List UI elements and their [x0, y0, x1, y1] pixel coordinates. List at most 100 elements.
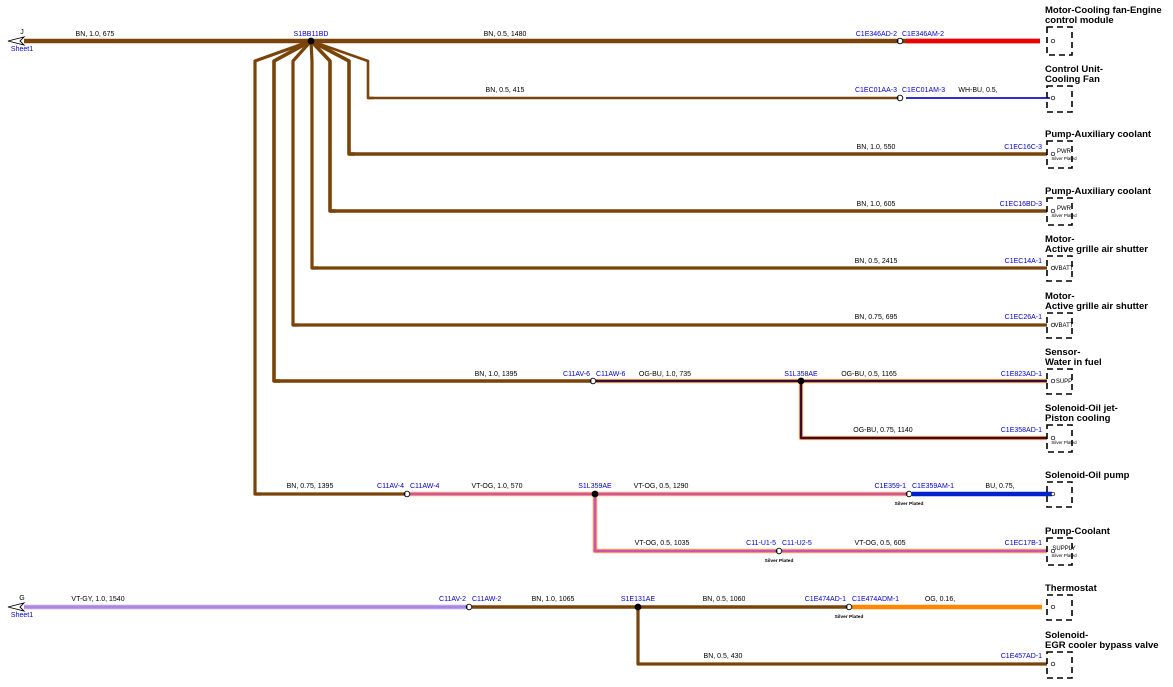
- wire-end-terminal: [1050, 151, 1056, 157]
- component-name: Solenoid-Oil jet-: [1045, 403, 1118, 414]
- connector-c11av-2[interactable]: [465, 603, 473, 611]
- wire-end-terminal: [1050, 322, 1056, 328]
- component-name: Pump-Coolant: [1045, 526, 1111, 537]
- connector-label: C1EC01AA-3: [855, 87, 897, 94]
- component-box-2[interactable]: [1046, 140, 1073, 169]
- component-box-4[interactable]: [1046, 255, 1073, 282]
- wire-end-terminal: [1050, 435, 1056, 441]
- connector-c11-u1-5-arc: [776, 549, 778, 553]
- wire-bn-branch-4[interactable]: [291, 39, 313, 327]
- wire-label: BN, 0.5, 1060: [703, 596, 746, 603]
- splice-s1l359ae[interactable]: [591, 490, 599, 498]
- connector-c1e346[interactable]: [896, 37, 904, 45]
- silver-plated-label: Silver Plated: [765, 558, 794, 564]
- wire-label: BN, 0.5, 2415: [855, 258, 898, 265]
- component-name: EGR cooler bypass valve: [1045, 640, 1159, 651]
- connector-c11av-2-arc: [466, 605, 468, 609]
- wire-end-terminal: [1050, 378, 1056, 384]
- wire-end-terminal: [1050, 604, 1056, 610]
- pin-label: PWR: [1057, 149, 1072, 155]
- component-box-9[interactable]: [1046, 537, 1073, 566]
- connector-label: C11AV-2: [439, 596, 466, 603]
- wire-label: OG-BU, 0.75, 1140: [853, 427, 913, 434]
- connector-label: C1E346AM-2: [902, 31, 944, 38]
- wire-end-terminal: [1050, 491, 1056, 497]
- connector-label: C1E823AD-1: [1001, 371, 1042, 378]
- component-box-3[interactable]: [1046, 197, 1073, 226]
- pin-label: SUPPLY: [1052, 546, 1075, 552]
- component-box-5[interactable]: [1046, 312, 1073, 339]
- component-box-6[interactable]: [1046, 368, 1073, 395]
- wire-label: BN, 1.0, 675: [76, 31, 115, 38]
- component-box-8[interactable]: [1046, 481, 1073, 508]
- splice-s1bb11bd[interactable]: [307, 37, 315, 45]
- component-box-7[interactable]: [1046, 424, 1073, 453]
- connector-label: C1E474AD-1: [805, 596, 846, 603]
- splice-label: S1L359AE: [578, 483, 612, 490]
- connector-label: C11AV-4: [377, 483, 404, 490]
- component-name: Solenoid-: [1045, 630, 1088, 641]
- wire-label: BN, 1.0, 1065: [532, 596, 575, 603]
- wire-label: BN, 1.0, 605: [857, 201, 896, 208]
- component-box-1[interactable]: [1046, 85, 1073, 113]
- component-name: Pump-Auxiliary coolant: [1045, 186, 1152, 197]
- connector-label: C11AW-4: [410, 483, 440, 490]
- splice-s1l358ae[interactable]: [797, 377, 805, 385]
- wire-end-terminal: [1050, 208, 1056, 214]
- component-box-0[interactable]: [1046, 26, 1073, 56]
- pin-label: PWR: [1057, 206, 1072, 212]
- splice-label: S1BB11BD: [294, 31, 329, 38]
- pin-label: SUPP: [1056, 379, 1072, 385]
- silver-plated-label: Silver Plated: [1051, 213, 1077, 218]
- component-name: Motor-: [1045, 291, 1075, 302]
- wire-bn-430[interactable]: [636, 607, 1047, 666]
- sheet-ref-arrow[interactable]: [7, 602, 26, 612]
- splice-s1e131ae[interactable]: [634, 603, 642, 611]
- component-name: Sensor-: [1045, 347, 1080, 358]
- component-name: Pump-Auxiliary coolant: [1045, 129, 1152, 140]
- connector-c1e359[interactable]: [905, 490, 913, 498]
- splice-label: S1L358AE: [784, 371, 818, 378]
- connector-label: C1EC16C-3: [1004, 144, 1042, 151]
- connector-label: C11AW-2: [472, 596, 502, 603]
- wire-end-terminal: [1050, 548, 1056, 554]
- connector-c11-u1-5[interactable]: [775, 547, 783, 555]
- connector-c1e474-arc: [846, 605, 848, 609]
- wire-bn-branch-2[interactable]: [309, 39, 336, 213]
- wire-label: BN, 0.75, 1395: [287, 483, 334, 490]
- silver-plated-label: Silver Plated: [895, 501, 924, 507]
- connector-label: C1E359-1: [874, 483, 906, 490]
- wire-og-bu-1140[interactable]: [799, 381, 1047, 440]
- sheet-ref-label: Sheet1: [11, 46, 33, 53]
- connector-c11av-6[interactable]: [589, 377, 597, 385]
- connector-c11av-6-arc: [590, 379, 592, 383]
- wire-bn-branch-1[interactable]: [310, 39, 355, 156]
- wire-label: VT-OG, 0.5, 605: [855, 540, 906, 547]
- wire-bn-branch-3[interactable]: [309, 40, 318, 270]
- wire-label: OG-BU, 1.0, 735: [639, 371, 691, 378]
- wire-bn-branch-6[interactable]: [253, 39, 312, 496]
- sheet-ref-label: Sheet1: [11, 612, 33, 619]
- connector-label: C11AW-6: [596, 371, 626, 378]
- wire-end-terminal: [1050, 95, 1056, 101]
- connector-label: C1EC17B-1: [1005, 540, 1042, 547]
- connector-c1e474[interactable]: [845, 603, 853, 611]
- sheet-ref-arrow[interactable]: [7, 36, 26, 46]
- component-box-10[interactable]: [1046, 594, 1073, 621]
- component-box-11[interactable]: [1046, 651, 1073, 679]
- pin-label: VBATT: [1055, 266, 1074, 272]
- connector-c11av-4[interactable]: [403, 490, 411, 498]
- wire-vt-og-1035[interactable]: [593, 494, 776, 553]
- splice-label: S1E131AE: [621, 596, 656, 603]
- connector-label: C1E346AD-2: [856, 31, 897, 38]
- connector-c1ec01[interactable]: [896, 94, 904, 102]
- connector-label: C1E474ADM-1: [852, 596, 899, 603]
- component-name: Water in fuel: [1045, 357, 1102, 368]
- connector-label: C1EC01AM-3: [902, 87, 945, 94]
- component-name: Thermostat: [1045, 583, 1098, 594]
- wire-label: BN, 0.5, 430: [704, 653, 743, 660]
- connector-label: C1EC16BD-3: [1000, 201, 1043, 208]
- connector-label: C1E359AM-1: [912, 483, 954, 490]
- silver-plated-label: Silver Plated: [835, 614, 864, 620]
- wire-end-terminal: [1050, 265, 1056, 271]
